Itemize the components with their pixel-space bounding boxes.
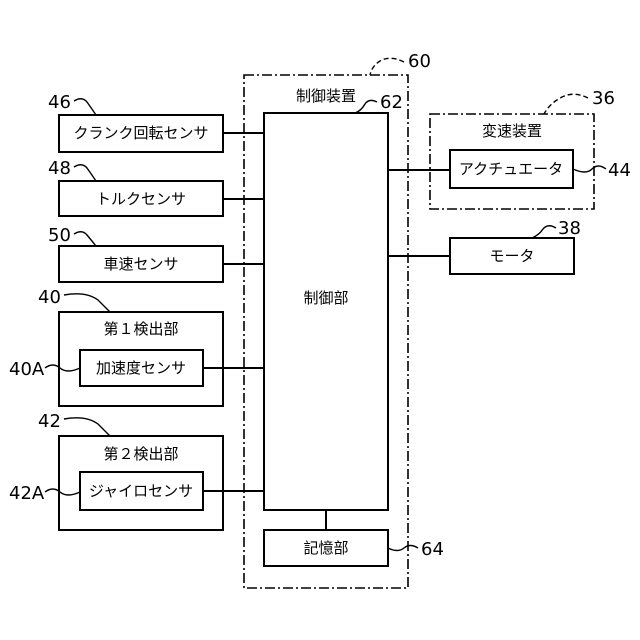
control-unit-ref: 62: [380, 92, 403, 113]
torque-sensor-label: トルクセンサ: [96, 190, 186, 208]
memory-ref: 64: [421, 539, 444, 560]
memory-leader: [388, 546, 418, 551]
control-unit-box: [264, 113, 388, 510]
transmission-label: 変速装置: [482, 122, 542, 140]
torque-sensor-leader: [74, 165, 96, 181]
detector2-leader: [64, 418, 110, 436]
speed-sensor-leader: [74, 232, 96, 246]
actuator-ref: 44: [608, 160, 631, 181]
detector1-leader: [64, 294, 110, 312]
motor-label: モータ: [489, 247, 534, 265]
control-device-leader: [370, 58, 404, 75]
control-unit-label: 制御部: [303, 289, 348, 307]
gyro-sensor-ref: 42A: [9, 483, 45, 504]
control-unit-leader: [355, 100, 377, 113]
actuator-leader: [573, 166, 606, 172]
detector2-ref: 42: [38, 411, 61, 432]
accel-sensor-label: 加速度センサ: [96, 359, 186, 377]
motor-ref: 38: [558, 218, 581, 239]
detector1-label: 第１検出部: [103, 320, 178, 338]
speed-sensor-label: 車速センサ: [103, 255, 178, 273]
gyro-sensor-label: ジャイロセンサ: [89, 482, 193, 500]
actuator-label: アクチュエータ: [459, 160, 563, 178]
transmission-leader: [544, 94, 588, 114]
motor-leader: [532, 226, 556, 238]
memory-label: 記憶部: [303, 539, 348, 557]
detector1-ref: 40: [38, 287, 61, 308]
torque-sensor-ref: 48: [48, 158, 71, 179]
accel-sensor-ref: 40A: [9, 359, 45, 380]
detector2-label: 第２検出部: [103, 445, 178, 463]
control-device-ref: 60: [408, 51, 431, 72]
control-device-label: 制御装置: [296, 87, 356, 105]
crank-sensor-label: クランク回転センサ: [73, 124, 208, 142]
crank-sensor-leader: [74, 99, 96, 115]
crank-sensor-ref: 46: [48, 92, 71, 113]
transmission-ref: 36: [592, 88, 615, 109]
speed-sensor-ref: 50: [48, 225, 71, 246]
